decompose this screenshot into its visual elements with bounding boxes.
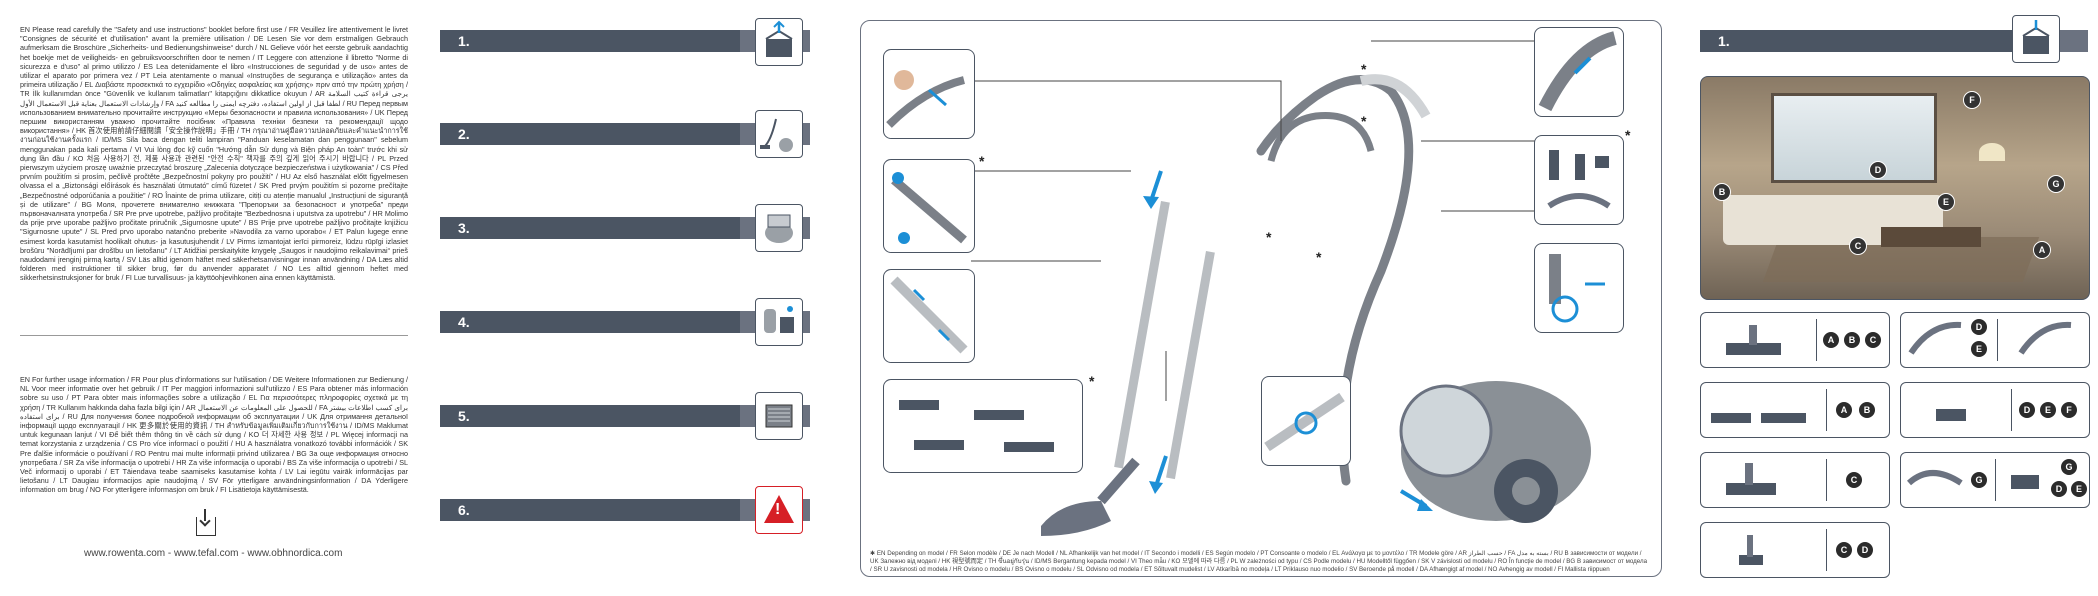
asterisk: *: [1625, 127, 1631, 143]
accessories-box: [1534, 135, 1624, 225]
surface-letter: B: [1859, 402, 1875, 418]
surface-letter: D: [1971, 319, 1987, 335]
surface-letter: E: [2040, 402, 2056, 418]
surface-letter: G: [2061, 459, 2077, 475]
surface-badge: G: [2047, 175, 2065, 193]
step-number: 5.: [458, 408, 470, 424]
step-number: 1.: [1718, 33, 1730, 49]
step-number: 6.: [458, 502, 470, 518]
instructions-panel: EN Please read carefully the "Safety and…: [0, 0, 430, 596]
living-room-photo: F D B G E C A: [1700, 76, 2090, 300]
tool-card-floor-brush: A B C: [1700, 312, 1890, 368]
step-number: 4.: [458, 314, 470, 330]
assembly-panel: * * * * * * * ✱ EN Depending on model / …: [850, 0, 1670, 596]
tool-card-turbo-brush: C: [1700, 452, 1890, 508]
unpack-box-icon: [755, 18, 803, 66]
surface-badge: F: [1963, 91, 1981, 109]
tube-lock-box: [1261, 376, 1351, 466]
surface-badge: C: [1849, 237, 1867, 255]
surface-letter: D: [1857, 542, 1873, 558]
tools-panel: 1. F D B G E C A A B C D E A B D E F: [1690, 0, 2098, 596]
tool-card-crevice: D E: [1900, 312, 2090, 368]
usage-info-text: EN For further usage information / FR Po…: [20, 375, 408, 495]
surface-letter: B: [1844, 332, 1860, 348]
model-footnote: ✱ EN Depending on model / FR Selon modèl…: [870, 550, 1648, 573]
surface-letter: E: [2071, 481, 2087, 497]
surface-letter: D: [2019, 402, 2035, 418]
nozzles-box: [883, 379, 1083, 473]
safety-instructions-text: EN Please read carefully the "Safety and…: [20, 25, 408, 283]
surface-badge: B: [1713, 183, 1731, 201]
surface-letter: C: [1846, 472, 1862, 488]
vacuum-use-icon: [755, 110, 803, 158]
surface-letter: A: [1836, 402, 1852, 418]
divider: [20, 335, 408, 336]
surface-badge: E: [1937, 193, 1955, 211]
tool-card-small-brush: C D: [1700, 522, 1890, 578]
assembly-drawing: [971, 40, 1591, 536]
surface-letter: E: [1971, 341, 1987, 357]
step-number: 2.: [458, 126, 470, 142]
websites-links[interactable]: www.rowenta.com - www.tefal.com - www.ob…: [84, 548, 343, 559]
asterisk: *: [1266, 229, 1272, 245]
step-number: 3.: [458, 220, 470, 236]
steps-panel: 1. 2. 3. 4. 5. 6.: [430, 0, 820, 596]
tube-adjust-box: [883, 269, 975, 363]
tool-card-parquet-brush: A B: [1700, 382, 1890, 438]
handle-connect-box: [883, 159, 975, 253]
hose-lock-box: [1534, 243, 1624, 333]
surface-letter: G: [1971, 472, 1987, 488]
assembly-frame: * * * * * * *: [860, 20, 1662, 577]
tool-card-flexible-tools: G G D E: [1900, 452, 2090, 508]
warning-icon: [755, 486, 803, 534]
asterisk: *: [1316, 249, 1322, 265]
asterisk: *: [1361, 113, 1367, 129]
tool-card-upholstery: D E F: [1900, 382, 2090, 438]
surface-letter: F: [2061, 402, 2077, 418]
asterisk: *: [979, 153, 985, 169]
asterisk: *: [1361, 61, 1367, 77]
surface-letter: A: [1823, 332, 1839, 348]
unpack-box-icon: [2012, 15, 2060, 63]
download-icon: [196, 509, 216, 536]
dust-container-icon: [755, 204, 803, 252]
surface-badge: D: [1869, 161, 1887, 179]
surface-badge: A: [2033, 241, 2051, 259]
filter-icon: [755, 392, 803, 440]
cleaning-parts-icon: [755, 298, 803, 346]
asterisk: *: [1089, 373, 1095, 389]
surface-letter: D: [2051, 481, 2067, 497]
step-number: 1.: [458, 33, 470, 49]
hose-clip-box: [1534, 27, 1624, 117]
surface-letter: C: [1865, 332, 1881, 348]
surface-letter: C: [1836, 542, 1852, 558]
hose-detail-box: [883, 49, 975, 139]
